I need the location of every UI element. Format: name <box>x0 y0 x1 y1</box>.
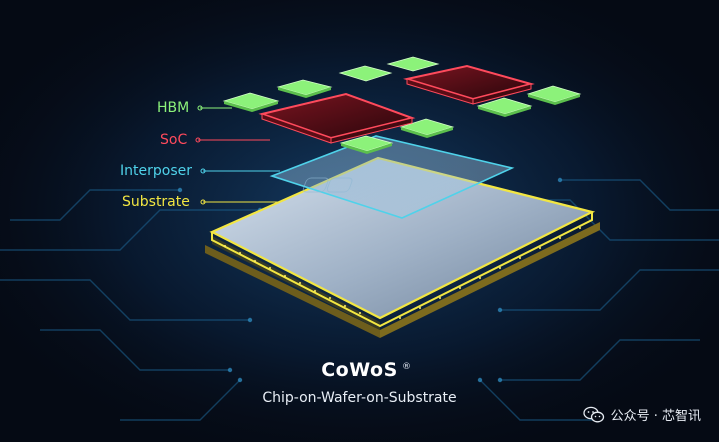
soc-label: SoC <box>160 132 188 148</box>
interposer-label: Interposer <box>120 163 192 179</box>
leader-lines <box>198 107 280 203</box>
brand-title: CoWoS <box>321 359 398 381</box>
soc-dies <box>258 64 535 144</box>
brand-subtitle: Chip-on-Wafer-on-Substrate <box>262 390 457 406</box>
watermark: 公众号 · 芯智讯 <box>582 405 701 424</box>
substrate-layer <box>205 156 600 338</box>
substrate-label: Substrate <box>122 194 190 210</box>
registered-mark: ® <box>402 362 411 372</box>
circuit-traces <box>0 179 719 421</box>
hbm-modules <box>222 56 582 154</box>
wechat-icon <box>582 406 604 422</box>
hbm-label: HBM <box>157 100 190 116</box>
watermark-text: 公众号 · 芯智讯 <box>610 409 701 424</box>
interposer-layer <box>269 135 515 219</box>
